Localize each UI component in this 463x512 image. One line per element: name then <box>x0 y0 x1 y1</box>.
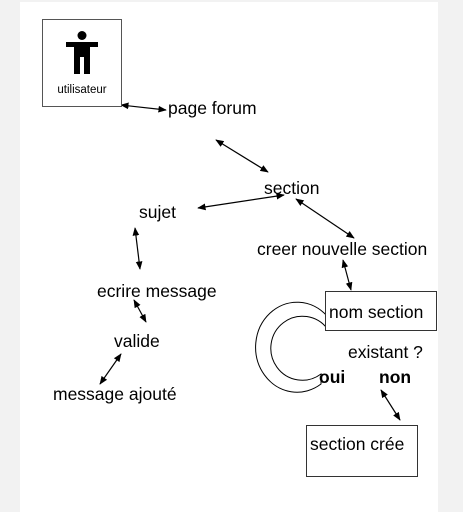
person-standing-icon <box>66 31 98 74</box>
loop-arrow-oui <box>255 301 329 393</box>
node-section: section <box>264 178 320 198</box>
edge-non-section-creee <box>380 389 401 421</box>
actor-box: utilisateur <box>42 19 122 107</box>
edge-page-forum-section <box>215 139 269 173</box>
node-message-ajoute: message ajouté <box>53 384 177 404</box>
edge-utilisateur-page-forum <box>120 102 167 113</box>
node-oui: oui <box>319 367 346 387</box>
diagram-canvas <box>99 102 401 421</box>
diagram-page: utilisateur page forum section sujet cre… <box>20 2 438 512</box>
node-page-forum: page forum <box>168 98 257 118</box>
node-ecrire-message: ecrire message <box>97 281 217 301</box>
edge-sujet-ecrire-message <box>132 227 143 270</box>
node-nom-section: nom section <box>329 302 424 322</box>
node-valide: valide <box>114 331 160 351</box>
edge-section-creer-section <box>295 198 355 239</box>
actor-label: utilisateur <box>57 84 107 96</box>
node-section-creee-box: section crée <box>306 425 418 477</box>
node-non: non <box>379 367 412 387</box>
edge-section-sujet <box>197 192 285 211</box>
node-sujet: sujet <box>139 202 176 222</box>
node-existant: existant ? <box>348 342 423 362</box>
edge-valide-message-ajoute <box>99 353 122 385</box>
node-creer-nouvelle-section: creer nouvelle section <box>257 239 428 259</box>
node-section-creee: section crée <box>310 434 405 454</box>
edge-creer-section-nom-section <box>341 259 353 291</box>
edge-ecrire-message-valide <box>133 299 147 323</box>
node-nom-section-box: nom section <box>325 291 437 331</box>
